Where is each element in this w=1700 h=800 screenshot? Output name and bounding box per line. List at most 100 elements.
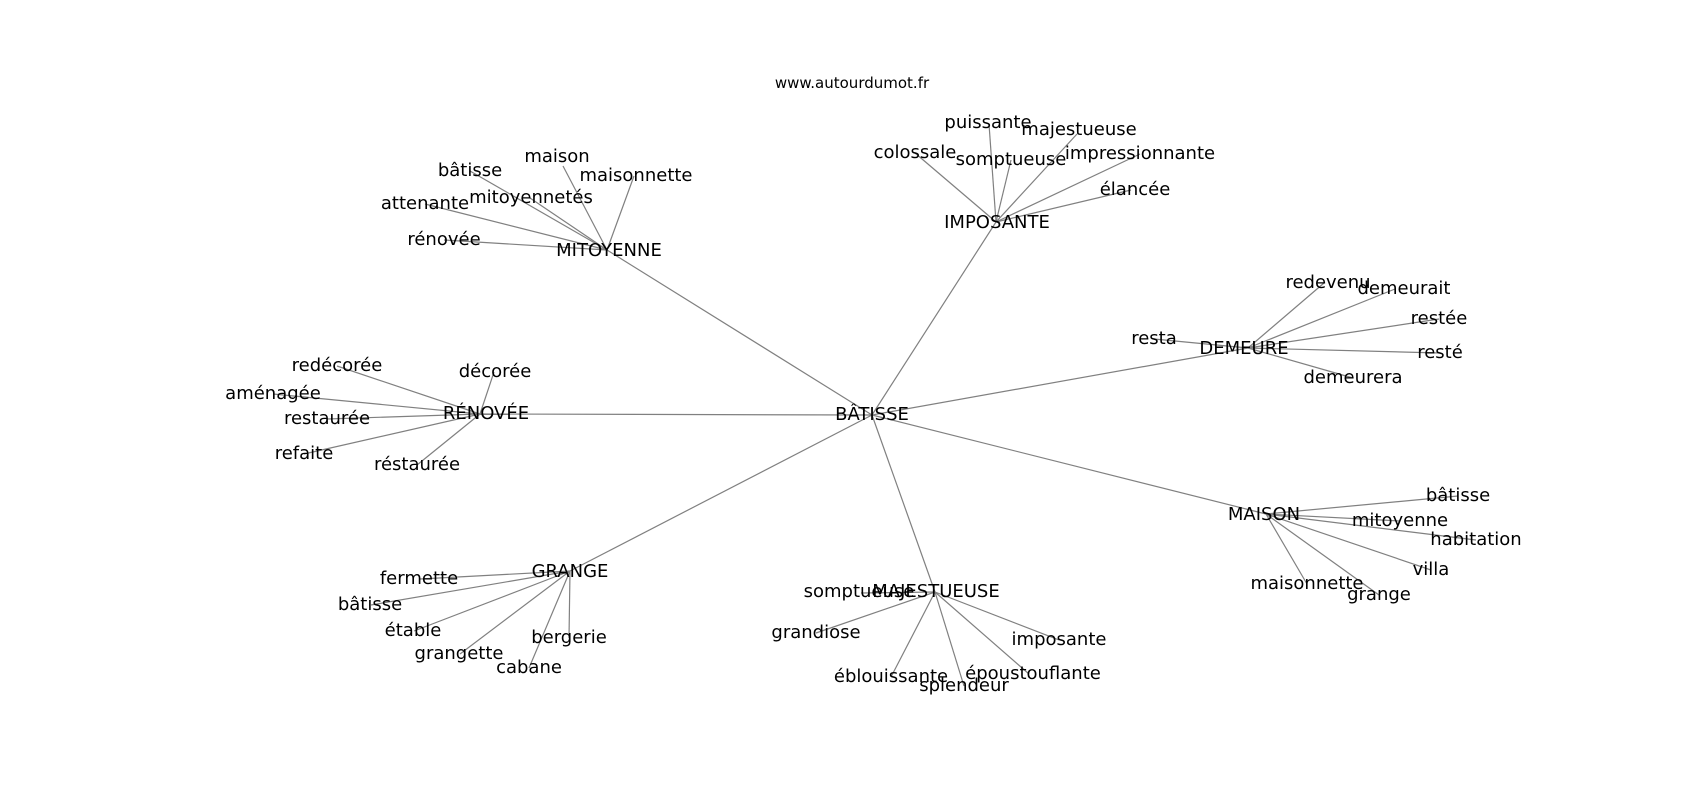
edge-hub-to-leaf (443, 239, 608, 251)
edge-hub-to-leaf (568, 570, 571, 639)
edge-hub-to-leaf (424, 203, 608, 251)
leaf-node[interactable]: réstaurée (374, 454, 460, 475)
edge-hub-to-leaf (562, 165, 608, 251)
leaf-node[interactable]: maisonnette (579, 165, 692, 186)
hub-node[interactable]: MAISON (1228, 504, 1300, 525)
edge-hub-to-leaf (995, 153, 1141, 223)
edge-hub-to-leaf (995, 133, 1078, 223)
edge-hub-to-leaf (934, 591, 1060, 641)
edge-hub-to-leaf (1265, 495, 1459, 515)
hub-node[interactable]: DEMEURE (1199, 338, 1288, 359)
leaf-node[interactable]: maison (524, 146, 589, 167)
edge-hub-to-leaf (336, 365, 481, 415)
edge-hub-to-leaf (529, 197, 608, 251)
leaf-node[interactable]: aménagée (225, 383, 321, 404)
edge-center-to-hub (871, 347, 1249, 416)
edge-hub-to-leaf (934, 591, 1030, 675)
leaf-node[interactable]: resté (1417, 342, 1463, 363)
edge-hub-to-leaf (815, 591, 936, 634)
edge-hub-to-leaf (1247, 347, 1354, 379)
leaf-node[interactable]: redécorée (292, 355, 383, 376)
leaf-node[interactable]: puissante (944, 112, 1031, 133)
hub-node[interactable]: GRANGE (532, 561, 609, 582)
edge-center-to-hub (606, 249, 873, 416)
leaf-node[interactable]: grangette (415, 643, 504, 664)
leaf-node[interactable]: imposante (1012, 629, 1107, 650)
edge-hub-to-leaf (606, 175, 635, 251)
edge-hub-to-leaf (1265, 513, 1477, 541)
leaf-node[interactable]: splendeur (919, 675, 1009, 696)
leaf-node[interactable]: éblouissante (834, 666, 948, 687)
graph-labels: BÂTISSEMITOYENNEbâtissemaisonmaisonnette… (225, 112, 1522, 696)
edge-hub-to-leaf (1265, 513, 1401, 522)
edge-hub-to-leaf (934, 591, 965, 687)
leaf-node[interactable]: maisonnette (1250, 573, 1363, 594)
leaf-node[interactable]: mitoyennetés (469, 187, 593, 208)
leaf-node[interactable]: bâtisse (438, 160, 502, 181)
edge-hub-to-leaf (995, 189, 1132, 223)
leaf-node[interactable]: resta (1131, 328, 1177, 349)
leaf-node[interactable]: somptueuse (804, 581, 915, 602)
leaf-node[interactable]: grandiose (771, 622, 860, 643)
hub-node[interactable]: RÉNOVÉE (443, 402, 529, 424)
leaf-node[interactable]: bâtisse (338, 594, 402, 615)
edge-hub-to-leaf (272, 393, 481, 415)
edge-center-to-hub (871, 414, 1267, 515)
leaf-node[interactable]: redevenu (1285, 272, 1370, 293)
leaf-node[interactable]: colossale (874, 142, 957, 163)
edge-hub-to-leaf (1265, 513, 1432, 571)
leaf-node[interactable]: villa (1413, 559, 1450, 580)
edge-hub-to-leaf (860, 591, 936, 594)
leaf-node[interactable]: étable (385, 620, 442, 641)
leaf-node[interactable]: décorée (459, 361, 532, 382)
graph-edges (272, 123, 1477, 687)
leaf-node[interactable]: rénovée (407, 229, 480, 250)
edge-hub-to-leaf (416, 413, 481, 466)
edge-center-to-hub (871, 221, 997, 416)
hub-node[interactable]: IMPOSANTE (944, 212, 1050, 233)
leaf-node[interactable]: restaurée (284, 408, 370, 429)
edge-hub-to-leaf (1247, 347, 1441, 354)
edge-hub-to-leaf (1265, 513, 1308, 585)
leaf-node[interactable]: élancée (1100, 179, 1171, 200)
edge-hub-to-leaf (988, 123, 997, 223)
leaf-node[interactable]: demeurait (1357, 278, 1450, 299)
edge-hub-to-leaf (995, 159, 1012, 223)
edge-hub-to-leaf (890, 591, 936, 678)
leaf-node[interactable]: cabane (496, 657, 562, 678)
edge-hub-to-leaf (1247, 288, 1396, 349)
hub-node[interactable]: MAJESTUEUSE (872, 581, 999, 602)
leaf-node[interactable]: grange (1347, 584, 1411, 605)
edge-hub-to-leaf (1265, 513, 1380, 596)
edge-hub-to-leaf (413, 570, 571, 632)
leaf-node[interactable]: majestueuse (1021, 119, 1136, 140)
leaf-node[interactable]: impressionnante (1065, 143, 1215, 164)
edge-hub-to-leaf (479, 371, 495, 415)
edge-hub-to-leaf (914, 152, 997, 223)
leaf-node[interactable]: refaite (275, 443, 334, 464)
leaf-node[interactable]: attenante (381, 193, 469, 214)
leaf-node[interactable]: habitation (1430, 529, 1521, 550)
leaf-node[interactable]: époustouflante (965, 663, 1101, 684)
leaf-node[interactable]: bergerie (531, 627, 607, 648)
edge-hub-to-leaf (1153, 338, 1249, 349)
edge-hub-to-leaf (419, 570, 571, 580)
center-node[interactable]: BÂTISSE (835, 403, 909, 425)
edge-center-to-hub (871, 414, 936, 593)
edge-hub-to-leaf (469, 170, 608, 251)
leaf-node[interactable]: bâtisse (1426, 485, 1490, 506)
hub-node[interactable]: MITOYENNE (556, 240, 662, 261)
edge-hub-to-leaf (459, 570, 571, 655)
edge-hub-to-leaf (326, 413, 481, 420)
edge-hub-to-leaf (528, 570, 571, 669)
leaf-node[interactable]: fermette (380, 568, 458, 589)
leaf-node[interactable]: demeurera (1303, 367, 1402, 388)
leaf-node[interactable]: mitoyenne (1352, 510, 1448, 531)
leaf-node[interactable]: restée (1411, 308, 1468, 329)
edge-center-to-hub (569, 414, 873, 572)
edge-hub-to-leaf (370, 570, 571, 606)
edge-hub-to-leaf (303, 413, 481, 455)
edge-hub-to-leaf (1247, 318, 1440, 349)
leaf-node[interactable]: somptueuse (956, 149, 1067, 170)
